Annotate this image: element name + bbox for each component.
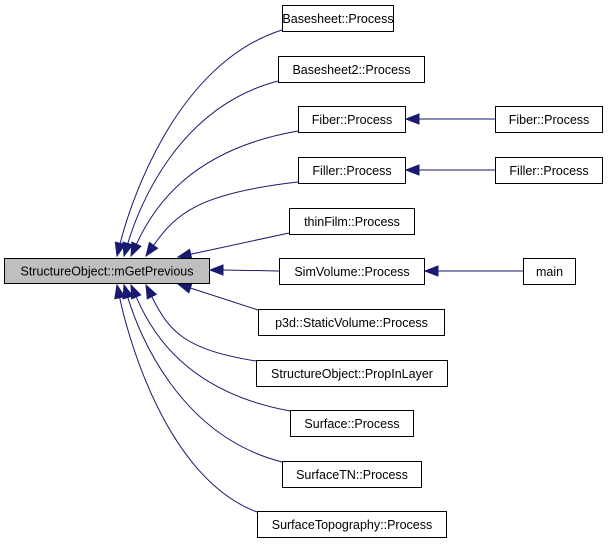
arrowhead <box>114 241 126 258</box>
edge-surfacetn-process-to-structureobject-mgetprevious <box>122 283 283 463</box>
arrowhead <box>423 265 439 277</box>
arrowhead <box>122 241 134 258</box>
node-simvolume-process[interactable]: SimVolume::Process <box>279 258 425 285</box>
node-structureobject-propinlayer[interactable]: StructureObject::PropInLayer <box>256 360 448 387</box>
edge-basesheet-process-to-structureobject-mgetprevious <box>114 29 283 258</box>
edge-line <box>190 232 290 255</box>
edge-line <box>127 297 283 463</box>
arrowhead <box>404 164 420 176</box>
edge-main-to-simvolume-process <box>423 265 523 277</box>
arrowhead <box>145 283 158 300</box>
edge-structureobject-propinlayer-to-structureobject-mgetprevious <box>145 283 257 362</box>
node-label: Surface::Process <box>304 417 399 431</box>
node-label: Fiber::Process <box>312 113 393 127</box>
edge-line <box>190 287 259 311</box>
node-filler-process[interactable]: Filler::Process <box>298 157 406 184</box>
node-box[interactable] <box>279 258 425 285</box>
node-surfacetopography-process[interactable]: SurfaceTopography::Process <box>257 511 447 538</box>
edge-line <box>135 130 299 245</box>
edge-line <box>222 269 280 272</box>
node-box[interactable] <box>258 309 445 336</box>
root-node-structureobject-mgetprevious[interactable]: StructureObject::mGetPrevious <box>4 258 210 284</box>
arrowhead <box>176 248 193 260</box>
node-label: Fiber::Process <box>509 113 590 127</box>
edge-filler-process-to-filler-process <box>404 164 495 176</box>
node-box[interactable] <box>495 157 603 184</box>
node-box[interactable] <box>290 410 414 437</box>
arrowhead <box>176 282 193 294</box>
node-box[interactable] <box>282 5 394 32</box>
node-box[interactable] <box>256 360 448 387</box>
node-label: StructureObject::mGetPrevious <box>21 265 194 279</box>
node-box[interactable] <box>495 106 603 133</box>
node-label: Filler::Process <box>312 164 391 178</box>
node-label: SurfaceTopography::Process <box>272 518 433 532</box>
edge-line <box>119 29 283 244</box>
edge-line <box>127 80 279 244</box>
edge-line <box>119 297 258 513</box>
node-surfacetn-process[interactable]: SurfaceTN::Process <box>282 461 422 488</box>
edge-surfacetopography-process-to-structureobject-mgetprevious <box>114 283 258 513</box>
arrowhead <box>130 283 142 300</box>
node-box[interactable] <box>289 208 415 235</box>
node-label: SurfaceTN::Process <box>296 468 408 482</box>
node-box[interactable] <box>257 511 447 538</box>
edge-line <box>151 296 257 362</box>
nodes-layer: StructureObject::mGetPrevious Basesheet::… <box>4 5 603 538</box>
arrowhead <box>130 241 142 258</box>
edge-fiber-process-to-fiber-process <box>404 113 495 125</box>
edge-surface-process-to-structureobject-mgetprevious <box>130 283 291 412</box>
arrowhead <box>114 283 126 300</box>
node-box[interactable] <box>4 258 210 284</box>
node-label: thinFilm::Process <box>304 215 400 229</box>
edge-line <box>153 181 299 246</box>
node-surface-process[interactable]: Surface::Process <box>290 410 414 437</box>
node-basesheet2-process[interactable]: Basesheet2::Process <box>278 56 425 83</box>
edge-thinfilm-process-to-structureobject-mgetprevious <box>176 232 290 260</box>
node-fiber-process[interactable]: Fiber::Process <box>298 106 406 133</box>
arrowhead <box>404 113 420 125</box>
arrowhead <box>208 264 224 276</box>
node-label: SimVolume::Process <box>294 265 409 279</box>
arrowhead <box>122 283 134 300</box>
node-fiber-process[interactable]: Fiber::Process <box>495 106 603 133</box>
node-label: Filler::Process <box>509 164 588 178</box>
edge-basesheet2-process-to-structureobject-mgetprevious <box>122 80 279 258</box>
node-filler-process[interactable]: Filler::Process <box>495 157 603 184</box>
node-p3d-staticvolume-process[interactable]: p3d::StaticVolume::Process <box>258 309 445 336</box>
node-label: Basesheet2::Process <box>292 63 410 77</box>
node-box[interactable] <box>523 258 576 285</box>
node-label: Basesheet::Process <box>282 12 393 26</box>
node-box[interactable] <box>282 461 422 488</box>
edge-line <box>135 296 291 412</box>
node-label: main <box>536 265 563 279</box>
edges-layer <box>114 29 523 513</box>
edge-simvolume-process-to-structureobject-mgetprevious <box>208 264 280 276</box>
node-label: StructureObject::PropInLayer <box>271 367 433 381</box>
node-label: p3d::StaticVolume::Process <box>275 316 428 330</box>
edge-p3d-staticvolume-process-to-structureobject-mgetprevious <box>176 282 259 311</box>
edge-fiber-process-to-structureobject-mgetprevious <box>130 130 299 258</box>
edge-filler-process-to-structureobject-mgetprevious <box>145 181 299 258</box>
arrowhead <box>145 241 159 258</box>
node-thinfilm-process[interactable]: thinFilm::Process <box>289 208 415 235</box>
node-box[interactable] <box>298 106 406 133</box>
node-basesheet-process[interactable]: Basesheet::Process <box>282 5 394 32</box>
node-box[interactable] <box>298 157 406 184</box>
node-box[interactable] <box>278 56 425 83</box>
node-main[interactable]: main <box>523 258 576 285</box>
